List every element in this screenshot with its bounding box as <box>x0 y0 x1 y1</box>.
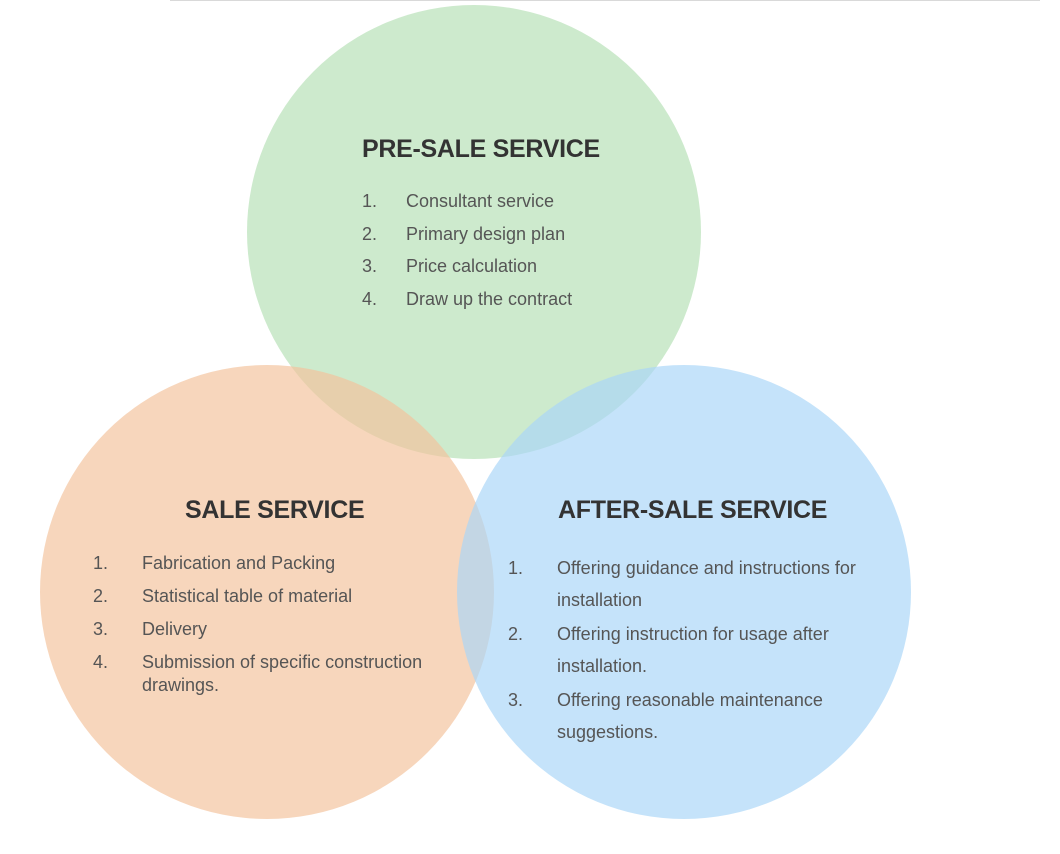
list-item-number: 1. <box>362 191 378 211</box>
after-sale-block: AFTER-SALE SERVICE 1. Offering guidance … <box>508 496 878 750</box>
pre-sale-title: PRE-SALE SERVICE <box>362 135 600 163</box>
list-item-number: 3. <box>93 619 109 639</box>
list-item-number: 2. <box>362 223 378 244</box>
list-item: 2. Primary design plan <box>362 223 682 246</box>
list-item: 1. Consultant service <box>362 190 682 213</box>
list-item-text: Draw up the contract <box>406 288 573 309</box>
list-item: 4. Draw up the contract <box>362 288 682 311</box>
sale-circle <box>40 365 494 819</box>
list-item-text: Statistical table of material <box>142 586 353 606</box>
list-item: 3. Delivery <box>93 618 473 641</box>
list-item-text: Offering reasonable maintenance suggesti… <box>557 690 823 742</box>
list-item: 3. Offering reasonable maintenance sugge… <box>508 684 878 748</box>
list-item-number: 3. <box>508 690 524 710</box>
list-item-number: 2. <box>508 624 524 644</box>
list-item-number: 2. <box>93 586 109 606</box>
pre-sale-list: 1. Consultant service 2. Primary design … <box>362 190 682 311</box>
pre-sale-block: PRE-SALE SERVICE 1. Consultant service 2… <box>362 135 682 320</box>
list-item-text: Submission of specific construction draw… <box>142 652 423 695</box>
list-item-number: 4. <box>362 288 378 309</box>
list-item-text: Consultant service <box>406 191 555 211</box>
list-item-number: 3. <box>362 256 378 276</box>
sale-block: SALE SERVICE 1. Fabrication and Packing … <box>93 496 473 707</box>
sale-title: SALE SERVICE <box>185 496 365 524</box>
after-sale-title: AFTER-SALE SERVICE <box>558 496 828 524</box>
list-item: 2. Statistical table of material <box>93 585 473 608</box>
top-divider-line <box>170 0 1040 1</box>
list-item-number: 4. <box>93 652 109 672</box>
after-sale-circle <box>457 365 911 819</box>
list-item: 4. Submission of specific construction d… <box>93 651 473 697</box>
list-item: 2. Offering instruction for usage after … <box>508 618 878 682</box>
list-item: 1. Fabrication and Packing <box>93 552 473 575</box>
list-item: 1. Offering guidance and instructions fo… <box>508 552 878 616</box>
list-item-text: Price calculation <box>406 256 538 276</box>
list-item-text: Fabrication and Packing <box>142 553 336 573</box>
list-item: 3. Price calculation <box>362 255 682 278</box>
list-item-text: Delivery <box>142 619 208 639</box>
list-item-text: Primary design plan <box>406 223 566 244</box>
list-item-number: 1. <box>93 553 109 573</box>
list-item-number: 1. <box>508 558 524 578</box>
list-item-text: Offering guidance and instructions for i… <box>557 558 856 610</box>
after-sale-list: 1. Offering guidance and instructions fo… <box>508 552 878 748</box>
pre-sale-circle <box>247 5 701 459</box>
list-item-text: Offering instruction for usage after ins… <box>557 624 829 676</box>
sale-list: 1. Fabrication and Packing 2. Statistica… <box>93 552 473 697</box>
